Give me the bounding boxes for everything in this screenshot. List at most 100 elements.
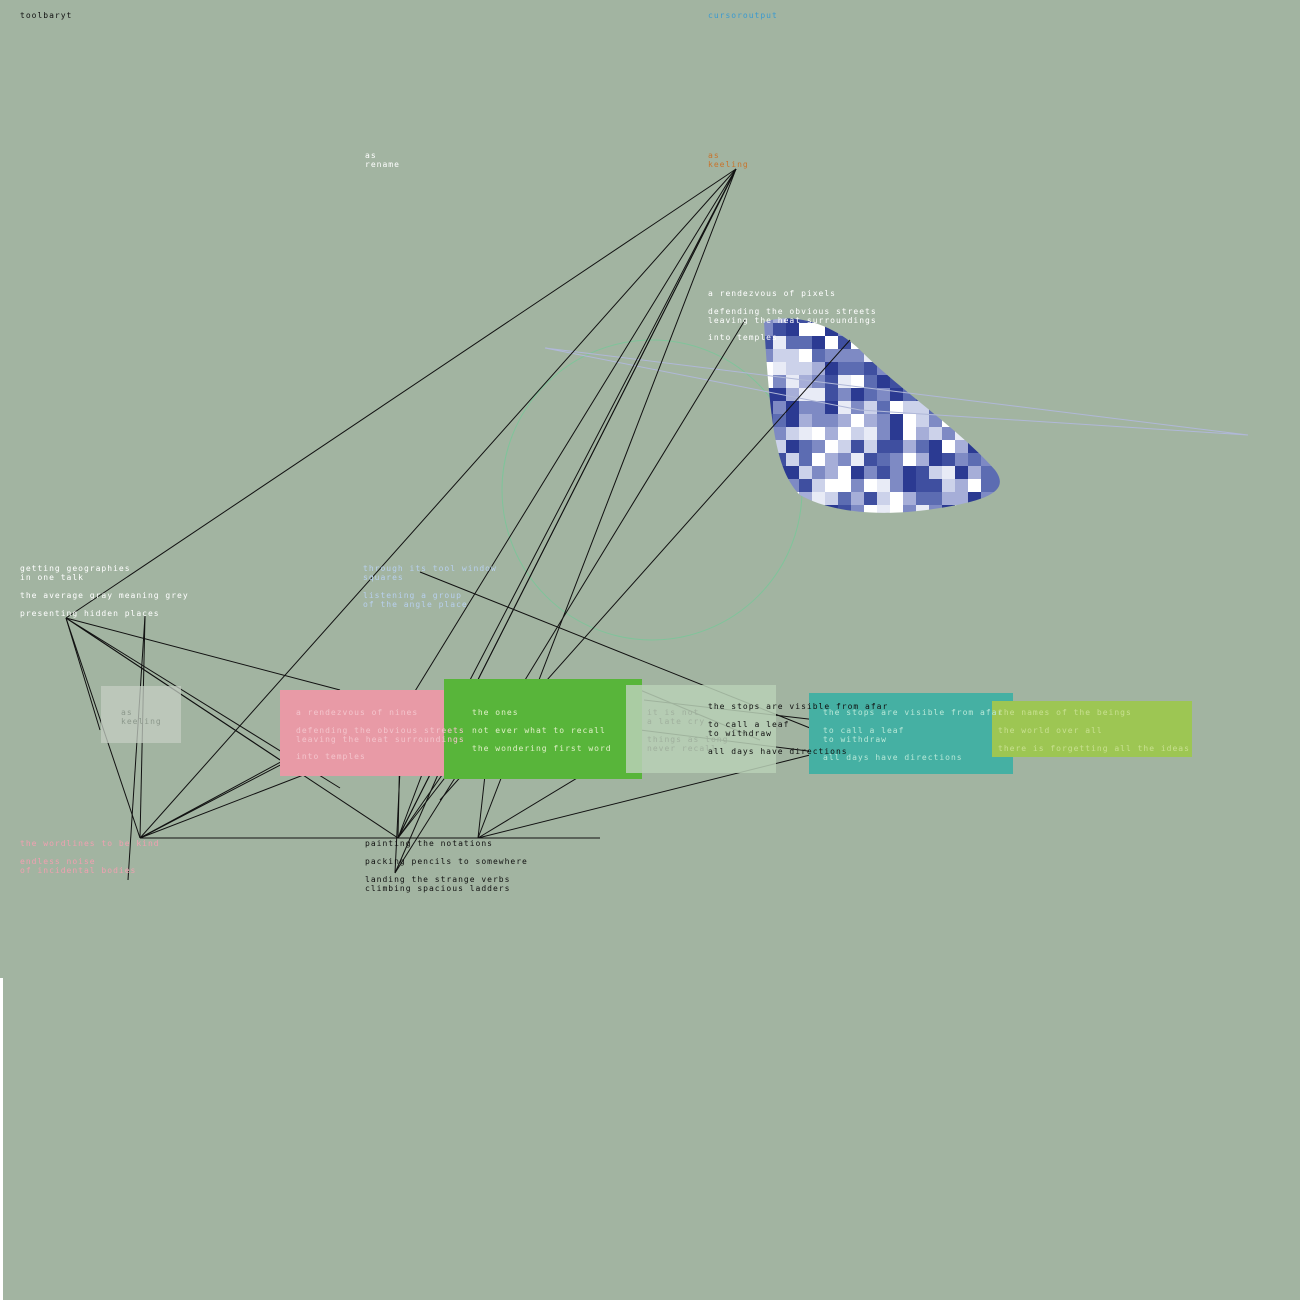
mosaic-pixel (799, 479, 812, 492)
mosaic-pixel (799, 414, 812, 427)
rendezvous-title: a rendezvous of pixels (708, 289, 836, 298)
mosaic-pixel (773, 505, 786, 513)
mosaic-pixel (955, 466, 968, 479)
keeling-label-2: keeling (708, 160, 749, 169)
mosaic-pixel (994, 492, 1000, 505)
lime-box[interactable] (992, 701, 1192, 757)
mosaic-pixel (838, 492, 851, 505)
light-box-line-1: it is not (647, 708, 700, 717)
mosaic-pixel (968, 401, 981, 414)
mosaic-pixel (838, 388, 851, 401)
mosaic-pixel (916, 349, 929, 362)
mosaic-pixel (968, 349, 981, 362)
mosaic-pixel (864, 427, 877, 440)
mosaic-pixel (786, 440, 799, 453)
mosaic-pixel (903, 318, 916, 323)
mosaic-pixel (799, 388, 812, 401)
mosaic-pixel (786, 318, 799, 323)
light-box-line-4: never recall (647, 744, 717, 753)
canvas-edge (0, 978, 3, 1300)
mosaic-pixel (851, 466, 864, 479)
stops-title: the stops are visible from afar (708, 702, 889, 711)
mosaic-pixel (903, 518, 916, 531)
mosaic-pixel (864, 505, 877, 513)
mosaic-pixel (864, 414, 877, 427)
mosaic-pixel (981, 440, 994, 453)
mosaic-pixel (890, 479, 903, 492)
mosaic-pixel (812, 414, 825, 427)
mosaic-pixel (864, 336, 877, 349)
mosaic-pixel (877, 453, 890, 466)
mosaic-pixel (942, 362, 955, 375)
mosaic-pixel (773, 466, 786, 479)
mosaic-pixel (764, 414, 773, 427)
mosaic-pixel (812, 323, 825, 336)
mosaic-pixel (890, 401, 903, 414)
geographies-line-2: in one talk (20, 573, 84, 582)
mosaic-pixel (838, 466, 851, 479)
mosaic-pixel (994, 414, 1000, 427)
mosaic-pixel (812, 349, 825, 362)
mosaic-pixel (929, 492, 942, 505)
mosaic-pixel (825, 518, 838, 531)
stops-line-2: to withdraw (708, 729, 772, 738)
mosaic-pixel (994, 375, 1000, 388)
mosaic-pixel (916, 414, 929, 427)
mosaic-pixel (929, 479, 942, 492)
mosaic-pixel (825, 440, 838, 453)
connector-line (65, 168, 737, 619)
lime-line-1: the names of the beings (998, 708, 1132, 717)
teal-box[interactable] (809, 693, 1013, 774)
connector-line (65, 617, 101, 731)
mosaic-pixel (994, 518, 1007, 531)
mosaic-pixel (903, 388, 916, 401)
mosaic-pixel (786, 492, 799, 505)
mosaic-pixel (903, 427, 916, 440)
mosaic-pixel (994, 440, 1000, 453)
mosaic-pixel (851, 505, 864, 513)
mosaic-pixel (903, 440, 916, 453)
mosaic-pixel (877, 349, 890, 362)
mosaic-pixel (773, 492, 786, 505)
gray-box[interactable] (101, 686, 181, 743)
mosaic-pixel (786, 453, 799, 466)
light-box-line-2: a late cry (647, 717, 706, 726)
mosaic-pixel (760, 518, 773, 531)
mosaic-pixel (955, 479, 968, 492)
mosaic-pixel (825, 466, 838, 479)
mosaic-pixel (890, 453, 903, 466)
mosaic-pixel (890, 362, 903, 375)
connector-line (127, 615, 146, 881)
mosaic-pixel (929, 466, 942, 479)
mosaic-pixel (929, 323, 942, 336)
connector-line (394, 769, 461, 874)
toolbar-title: toolbaryt (20, 11, 73, 20)
mosaic-pixel (773, 336, 786, 349)
mosaic-pixel (981, 388, 994, 401)
pink-box-extra: into temples (296, 752, 366, 761)
mosaic-pixel (890, 427, 903, 440)
connector-line (477, 774, 486, 839)
mosaic-pixel (890, 375, 903, 388)
mosaic-pixel (812, 453, 825, 466)
painting-line-2: packing pencils to somewhere (365, 857, 528, 866)
mosaic-pixel (929, 401, 942, 414)
mosaic-pixel (942, 375, 955, 388)
mosaic-pixel (877, 466, 890, 479)
mosaic-pixel (838, 427, 851, 440)
mosaic-pixel (955, 323, 968, 336)
mosaic-pixel (903, 349, 916, 362)
mosaic-pixel (773, 362, 786, 375)
mosaic-pixel (877, 318, 890, 323)
stops-extra: all days have directions (708, 747, 848, 756)
mosaic-pixel (851, 440, 864, 453)
light-green-box[interactable] (626, 685, 776, 773)
pink-box[interactable] (280, 690, 448, 776)
mosaic-pixel (929, 318, 942, 323)
mosaic-pixel (916, 362, 929, 375)
mosaic-pixel (981, 492, 994, 505)
green-box-line-1: the ones (472, 708, 519, 717)
green-box[interactable] (444, 679, 642, 779)
mosaic-pixel (764, 375, 773, 388)
mosaic-pixel (773, 518, 786, 531)
